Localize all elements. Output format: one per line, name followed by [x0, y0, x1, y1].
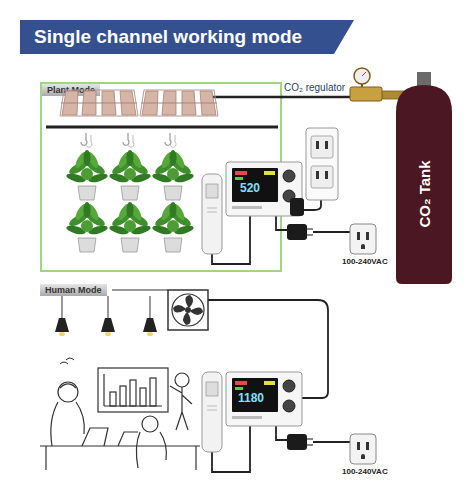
voltage-label: 100-240VAC — [342, 467, 388, 476]
office-sketch — [40, 358, 200, 470]
gas-tank: CO₂ Tank — [393, 70, 455, 284]
fan-icon-part — [173, 305, 185, 313]
power-strip-part — [311, 166, 333, 188]
fan-icon-part — [168, 290, 208, 330]
power-strip-part — [316, 171, 319, 179]
hooks-part — [165, 133, 176, 147]
pendant-lamps-part — [108, 296, 109, 318]
office-sketch-part — [118, 432, 138, 446]
pendant-lamps — [55, 296, 157, 336]
office-sketch-part — [170, 386, 192, 430]
office-sketch-part — [60, 384, 76, 388]
grow-lights — [60, 90, 218, 116]
tank-valve — [417, 72, 431, 86]
illustration-part — [202, 174, 222, 254]
power-strip-part — [311, 136, 333, 158]
bottom-wiring — [208, 300, 350, 472]
hooks — [81, 133, 176, 147]
plants-part — [65, 202, 108, 252]
office-sketch-part — [195, 446, 196, 470]
office-sketch-part — [103, 374, 104, 406]
title-banner: Single channel working mode — [20, 20, 354, 54]
office-sketch-part — [98, 368, 168, 412]
bottom-wiring-part — [276, 426, 287, 440]
illustration-part — [350, 224, 376, 254]
part-label: CO₂ regulator — [284, 82, 345, 93]
power-strip-part — [325, 141, 328, 149]
office-sketch-part — [150, 378, 156, 406]
regulator-part — [350, 87, 382, 101]
hooks-part — [123, 133, 134, 147]
illustration-part — [226, 372, 302, 426]
office-sketch-part — [130, 380, 136, 406]
pendant-lamps-part — [143, 318, 157, 332]
regulator-part — [354, 68, 370, 84]
illustration-part — [287, 224, 313, 240]
plants-part — [108, 150, 151, 200]
top-wiring-part — [302, 200, 321, 210]
tank-body — [396, 85, 452, 284]
pendant-lamps-part — [101, 318, 115, 332]
fan-icon-part — [185, 295, 193, 307]
ceiling-line — [112, 289, 168, 291]
illustration-part — [350, 434, 376, 464]
power-strip — [306, 128, 338, 200]
hanging-rail — [46, 126, 278, 129]
pendant-lamps-part — [55, 318, 69, 332]
pendant-lamps-part — [150, 296, 151, 318]
office-sketch-part — [51, 402, 84, 446]
illustration-part — [202, 372, 222, 452]
pendant-lamps-part — [147, 332, 153, 336]
office-sketch-part — [40, 445, 200, 446]
fan-icon-part — [185, 307, 191, 313]
fan-icon — [168, 290, 208, 330]
screen-reading: 1180 — [238, 391, 264, 405]
pendant-lamps-part — [62, 296, 63, 318]
office-sketch-part — [136, 432, 166, 468]
plants — [65, 150, 194, 252]
power-strip-part — [306, 128, 338, 200]
office-sketch-part — [82, 428, 108, 446]
tank-label: CO₂ Tank — [416, 160, 433, 227]
pendant-lamps-part — [105, 332, 111, 336]
office-sketch-part — [60, 358, 74, 364]
hooks-part — [81, 133, 92, 147]
voltage-label: 100-240VAC — [342, 257, 388, 266]
office-sketch-part — [58, 382, 78, 402]
mode-tab: Human Mode — [40, 284, 107, 296]
hose-part — [210, 96, 283, 99]
pendant-lamps-part — [59, 332, 65, 336]
office-sketch-part — [142, 416, 158, 432]
office-sketch-part — [120, 386, 126, 406]
power-strip-part — [325, 171, 328, 179]
title-text: Single channel working mode — [20, 20, 354, 54]
bottom-wiring-part — [313, 441, 350, 443]
plants-part — [151, 202, 194, 252]
regulator-part — [362, 72, 366, 76]
strip-plug — [290, 198, 304, 216]
office-sketch-part — [45, 446, 46, 470]
hose — [210, 97, 283, 98]
screen-reading: 520 — [240, 181, 260, 195]
power-strip-part — [316, 141, 319, 149]
plants-part — [151, 150, 194, 200]
strip-plug-part — [290, 198, 304, 216]
grow-lights-part — [140, 90, 218, 116]
plants-part — [65, 150, 108, 200]
office-sketch-part — [110, 392, 116, 406]
office-sketch-part — [140, 388, 146, 406]
fan-icon-part — [183, 313, 191, 325]
plants-part — [108, 202, 151, 252]
illustration-part — [287, 434, 313, 450]
office-sketch-part — [175, 373, 189, 387]
top-wiring-part — [313, 231, 350, 233]
fan-icon-part — [172, 294, 204, 326]
fan-icon-part — [191, 307, 203, 315]
